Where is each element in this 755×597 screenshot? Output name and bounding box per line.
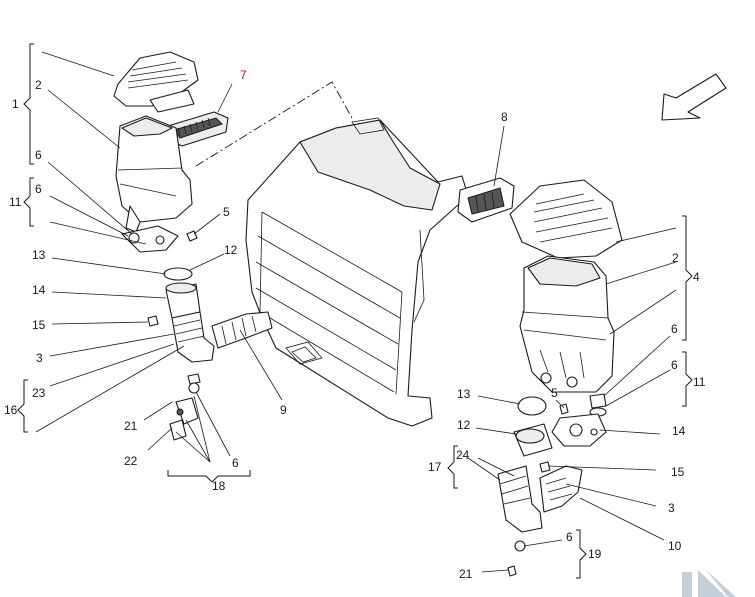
- part-21-screw-lower-right: [507, 565, 517, 577]
- callout-5-right: 5: [551, 386, 558, 400]
- callout-13-right: 13: [457, 387, 471, 401]
- callout-4: 4: [693, 270, 700, 284]
- part-11-mount-bracket-left: [121, 225, 179, 253]
- callout-5-left: 5: [223, 205, 230, 219]
- group-brackets: [17, 43, 693, 579]
- callout-6-left-c: 6: [232, 456, 239, 470]
- callout-24: 24: [456, 448, 470, 462]
- callout-21-right: 21: [459, 567, 473, 581]
- callout-13-left: 13: [32, 248, 46, 262]
- callout-19: 19: [588, 547, 602, 561]
- callout-15-left: 15: [32, 318, 46, 332]
- callout-21-left: 21: [124, 419, 138, 433]
- callout-7: 7: [240, 68, 247, 82]
- part-4-airbox-body-right: [519, 255, 615, 393]
- part-21-22-bracket-lower-left: [169, 397, 199, 441]
- part-hose-connector-left: [211, 311, 273, 349]
- part-14-mount-bracket-right: [551, 413, 607, 447]
- part-15-clip-left: [147, 315, 159, 327]
- callout-22: 22: [124, 454, 138, 468]
- reference-dash-line: [195, 81, 353, 167]
- part-6-grommet-right: [589, 393, 607, 417]
- callout-11-right: 11: [693, 375, 706, 389]
- callout-6-left-a: 6: [35, 148, 42, 162]
- direction-arrow-icon: [661, 73, 727, 121]
- callout-labels: 1 2 6 11 6 5 12 13 14 15 3 23 16 21 22 6…: [4, 68, 706, 581]
- part-15-clip-right: [539, 461, 551, 473]
- callout-18: 18: [212, 479, 226, 493]
- part-24-intake-hose-right: [497, 465, 543, 533]
- callout-9: 9: [280, 403, 287, 417]
- callout-17: 17: [428, 460, 442, 474]
- callout-12-left: 12: [224, 243, 238, 257]
- callout-15-right: 15: [671, 465, 685, 479]
- part-3-airbox-body-left: [115, 115, 193, 233]
- callout-3-right: 3: [668, 501, 675, 515]
- part-12-maf-sensor-right: [513, 423, 553, 457]
- callout-16: 16: [4, 403, 18, 417]
- part-7-air-filter-element: [167, 111, 229, 147]
- part-12-seal-ring-left: [163, 267, 193, 281]
- callout-6-right-b: 6: [671, 358, 678, 372]
- callout-6-right-a: 6: [671, 322, 678, 336]
- callout-6-right-c: 6: [566, 530, 573, 544]
- leader-lines: [35, 51, 677, 573]
- part-9-radiator-duct-frame: [245, 117, 469, 427]
- part-8-air-duct-right: [457, 177, 515, 223]
- part-6-grommet-lower-right: [514, 540, 526, 552]
- next-page-arrow-icon[interactable]: [682, 570, 736, 597]
- callout-11-left: 11: [9, 195, 22, 209]
- part-2-airbox-cover-right: [509, 179, 623, 259]
- callout-3-left: 3: [36, 351, 43, 365]
- callout-2-left: 2: [35, 78, 42, 92]
- callout-8: 8: [501, 110, 508, 124]
- callout-14-right: 14: [672, 424, 686, 438]
- callout-10: 10: [668, 539, 682, 553]
- callout-12-right: 12: [457, 418, 471, 432]
- callout-1: 1: [12, 97, 19, 111]
- callout-23: 23: [32, 386, 46, 400]
- part-23-intake-pipe-left: [171, 311, 215, 363]
- callout-2-right: 2: [672, 251, 679, 265]
- part-6-grommet-lower-left: [187, 373, 201, 394]
- part-2-airbox-cover-left: [113, 51, 199, 113]
- callout-6-left-b: 6: [35, 182, 42, 196]
- part-10-intake-hose-right: [539, 465, 583, 513]
- part-13-seal-ring-right: [517, 396, 547, 416]
- callout-14-left: 14: [32, 283, 46, 297]
